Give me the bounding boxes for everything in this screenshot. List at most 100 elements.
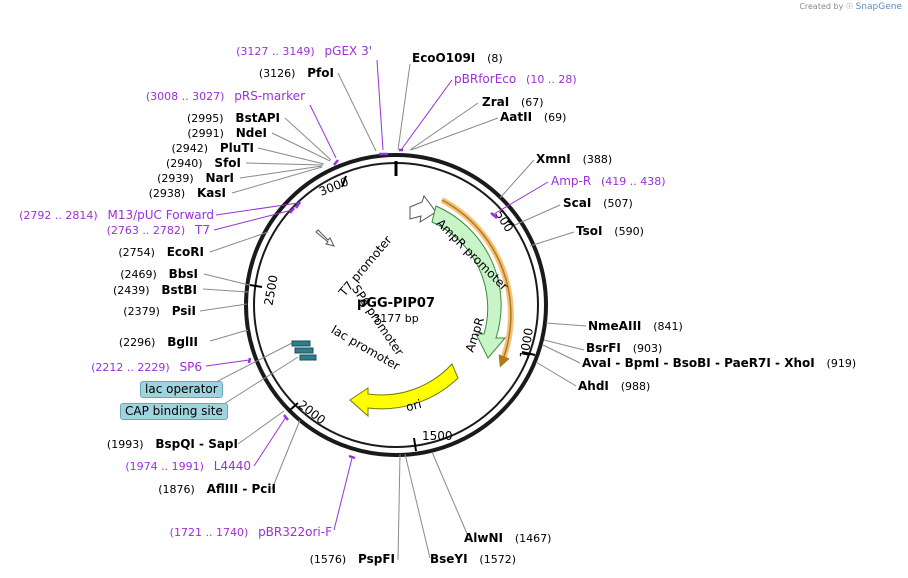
primer-leader-lines	[205, 59, 549, 531]
enzyme-name: KasI	[197, 186, 226, 200]
enzyme-pos: (841)	[653, 320, 683, 333]
svg-text:(1576) PspFI: (1576) PspFI	[310, 552, 395, 566]
svg-text:pBRforEco (10 .. 28): pBRforEco (10 .. 28)	[454, 72, 577, 86]
svg-text:(2469) BbsI: (2469) BbsI	[120, 267, 198, 281]
svg-text:(2212 .. 2229) SP6: (2212 .. 2229) SP6	[91, 360, 202, 374]
watermark: Created by ☉ SnapGene	[799, 2, 902, 12]
enzyme-pos: (8)	[487, 52, 503, 65]
enzyme-name: PluTI	[220, 141, 254, 155]
svg-text:(2991) NdeI: (2991) NdeI	[187, 126, 267, 140]
svg-text:(2763 .. 2782) T7: (2763 .. 2782) T7	[107, 223, 210, 237]
svg-text:(3008 .. 3027) pRS-marker: (3008 .. 3027) pRS-marker	[146, 89, 305, 103]
primer-range: (3127 .. 3149)	[236, 45, 315, 58]
svg-text:(2754) EcoRI: (2754) EcoRI	[118, 245, 204, 259]
enzyme-pos: (1876)	[158, 483, 195, 496]
feature-box-leaders	[213, 342, 299, 405]
svg-text:AatII (69): AatII (69)	[500, 110, 566, 124]
primer-name: pRS-marker	[234, 89, 305, 103]
watermark-prefix: Created by	[799, 2, 844, 11]
enzyme-pos: (2754)	[118, 246, 155, 259]
enzyme-pos: (2469)	[120, 268, 157, 281]
t7-promoter-arrow	[315, 229, 335, 247]
cap-site-mark	[299, 354, 317, 361]
ampr-gene-arrow	[431, 205, 507, 359]
primer-range: (2212 .. 2229)	[91, 361, 170, 374]
svg-text:(2995) BstAPI: (2995) BstAPI	[187, 111, 280, 125]
enzyme-pos: (2939)	[157, 172, 194, 185]
enzyme-pos: (2439)	[113, 284, 150, 297]
svg-text:BsrFI (903): BsrFI (903)	[586, 341, 662, 355]
enzyme-pos: (69)	[544, 111, 567, 124]
svg-text:EcoO109I (8): EcoO109I (8)	[412, 51, 503, 65]
lac-promoter-mark	[294, 347, 314, 354]
enzyme-pos: (988)	[621, 380, 651, 393]
enzyme-leader-lines	[199, 63, 587, 561]
lac-operator-mark	[291, 340, 311, 347]
primer-name: pBR322ori-F	[258, 525, 332, 539]
enzyme-pos: (3126)	[259, 67, 296, 80]
feature-label-ori: ori	[404, 397, 423, 414]
enzyme-pos: (388)	[583, 153, 613, 166]
primer-name: pBRforEco	[454, 72, 516, 86]
enzyme-pos: (903)	[633, 342, 663, 355]
svg-text:ScaI (507): ScaI (507)	[563, 196, 633, 210]
enzyme-name: NdeI	[236, 126, 267, 140]
enzyme-name: AflIII - PciI	[207, 482, 276, 496]
enzyme-pos: (590)	[614, 225, 644, 238]
enzyme-pos: (2942)	[171, 142, 208, 155]
ori-arrow	[349, 363, 459, 418]
enzyme-name: SfoI	[214, 156, 241, 170]
primer-name: Amp-R	[551, 174, 591, 188]
enzyme-name: BseYI	[430, 552, 468, 566]
svg-text:AlwNI (1467): AlwNI (1467)	[464, 531, 551, 545]
snapgene-icon: ☉	[845, 2, 854, 11]
enzyme-name: NarI	[205, 171, 234, 185]
svg-text:(2939) NarI: (2939) NarI	[157, 171, 234, 185]
enzyme-name: BspQI - SapI	[155, 437, 238, 451]
enzyme-name: BglII	[167, 335, 198, 349]
primer-labels: (3127 .. 3149) pGEX 3' pBRforEco (10 .. …	[19, 44, 666, 539]
enzyme-pos: (1572)	[479, 553, 516, 566]
enzyme-name: AvaI - BpmI - BsoBI - PaeR7I - XhoI	[582, 356, 815, 370]
enzyme-name: XmnI	[536, 152, 571, 166]
cap-binding-site-label: CAP binding site	[120, 403, 228, 420]
tick-label-2500: 2500	[262, 274, 281, 307]
tick-label-1000: 1000	[517, 327, 536, 360]
enzyme-name: PsiI	[172, 304, 196, 318]
backbone-outer-ring	[244, 153, 548, 457]
enzyme-pos: (1467)	[515, 532, 552, 545]
enzyme-pos: (2938)	[149, 187, 186, 200]
primer-range: (1721 .. 1740)	[170, 526, 249, 539]
svg-text:(3127 .. 3149) pGEX 3': (3127 .. 3149) pGEX 3'	[236, 44, 372, 58]
enzyme-pos: (2995)	[187, 112, 224, 125]
enzyme-pos: (1576)	[310, 553, 347, 566]
primer-range: (2792 .. 2814)	[19, 209, 98, 222]
svg-text:Amp-R (419 .. 438): Amp-R (419 .. 438)	[551, 174, 666, 188]
svg-text:(2938) KasI: (2938) KasI	[149, 186, 226, 200]
plasmid-length: 3177 bp	[373, 312, 418, 325]
svg-text:(3126) PfoI: (3126) PfoI	[259, 66, 334, 80]
primer-range: (419 .. 438)	[601, 175, 666, 188]
enzyme-pos: (2940)	[166, 157, 203, 170]
amp-r-primer-arrow	[441, 199, 512, 368]
enzyme-name: AatII	[500, 110, 532, 124]
enzyme-name: BbsI	[169, 267, 198, 281]
svg-text:(1876) AflIII - PciI: (1876) AflIII - PciI	[158, 482, 276, 496]
tick-label-1500: 1500	[422, 429, 453, 443]
enzyme-name: AhdI	[578, 379, 609, 393]
enzyme-name: PspFI	[358, 552, 395, 566]
primer-name: T7	[194, 223, 210, 237]
enzyme-pos: (507)	[603, 197, 633, 210]
svg-text:(2940) SfoI: (2940) SfoI	[166, 156, 241, 170]
enzyme-name: EcoRI	[167, 245, 204, 259]
svg-text:AhdI (988): AhdI (988)	[578, 379, 650, 393]
enzyme-name: EcoO109I	[412, 51, 475, 65]
primer-range: (2763 .. 2782)	[107, 224, 186, 237]
watermark-brand: SnapGene	[855, 2, 902, 12]
enzyme-name: ZraI	[482, 95, 509, 109]
primer-name: SP6	[180, 360, 203, 374]
enzyme-name: PfoI	[307, 66, 334, 80]
svg-text:(2942) PluTI: (2942) PluTI	[171, 141, 254, 155]
svg-text:(2296) BglII: (2296) BglII	[119, 335, 198, 349]
enzyme-pos: (1993)	[107, 438, 144, 451]
